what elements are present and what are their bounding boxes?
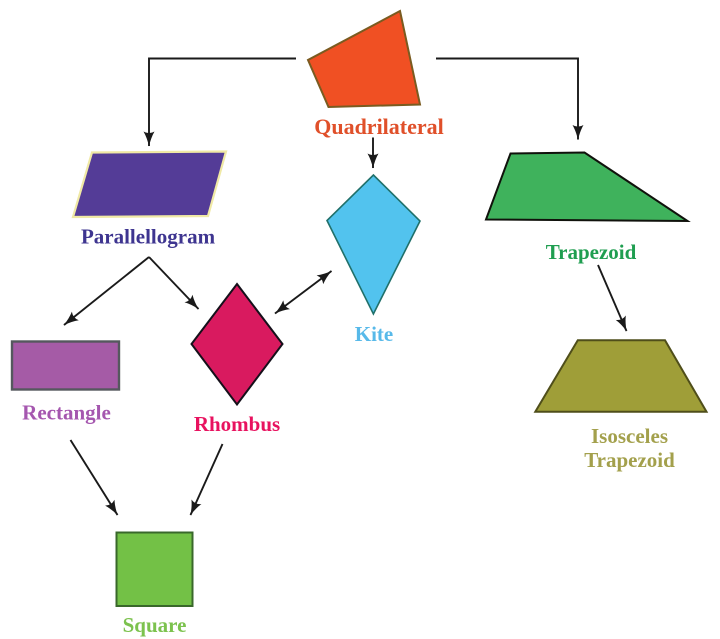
svg-text:Trapezoid: Trapezoid (584, 448, 675, 472)
svg-text:Square: Square (123, 613, 187, 637)
svg-text:Quadrilateral: Quadrilateral (314, 114, 444, 139)
svg-text:Rhombus: Rhombus (194, 412, 280, 436)
svg-text:Isosceles: Isosceles (591, 424, 668, 448)
svg-text:Trapezoid: Trapezoid (546, 240, 637, 264)
svg-text:Kite: Kite (355, 322, 393, 346)
svg-text:Parallellogram: Parallellogram (81, 225, 216, 249)
svg-text:Rectangle: Rectangle (22, 401, 111, 425)
